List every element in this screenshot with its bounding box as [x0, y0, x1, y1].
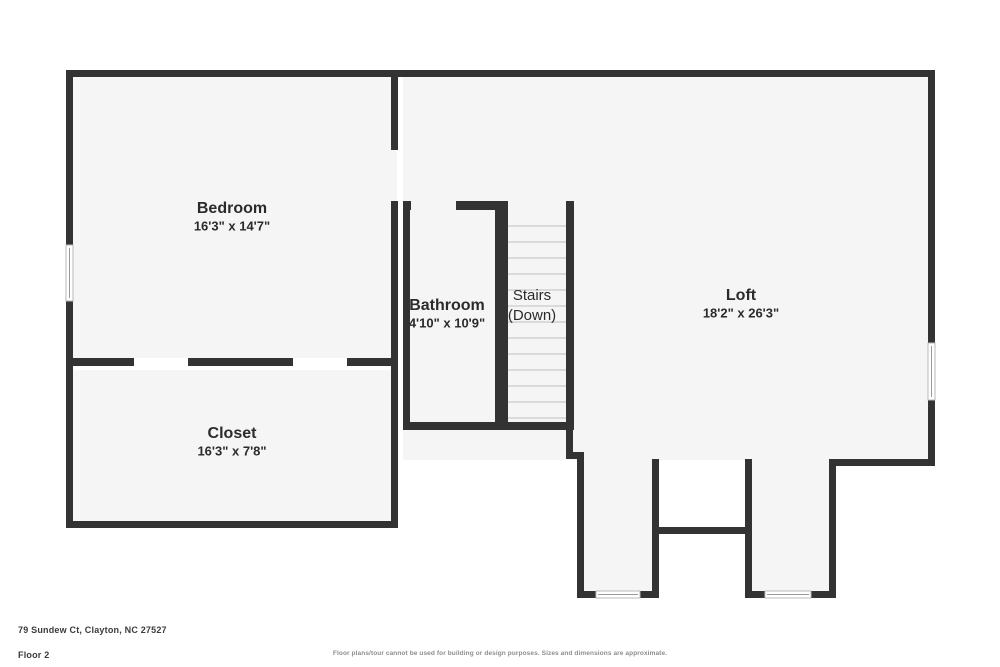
bathroom-floor-area: [409, 210, 495, 422]
bathroom-dimensions: 4'10" x 10'9": [409, 315, 485, 330]
closet-floor-area: [72, 370, 397, 523]
exterior-wall-bottom-closet: [66, 521, 398, 528]
bedroom-closet-wall-seg-1: [66, 358, 134, 366]
loft-alcove-left-inner-wall: [652, 459, 659, 598]
exterior-wall-right-upper: [928, 70, 935, 343]
bedroom-dimensions: 16'3" x 14'7": [194, 218, 270, 233]
loft-left-step-wall: [566, 452, 584, 459]
room-fills: [72, 76, 932, 598]
closet-label: Closet: [208, 425, 258, 442]
disclaimer-text: Floor plans/tour cannot be used for buil…: [332, 650, 668, 657]
loft-bottom-wall-right-step: [829, 459, 935, 466]
bathroom-stairs-bottom-wall: [403, 422, 574, 430]
room-labels: Bedroom 16'3" x 14'7" Closet 16'3" x 7'8…: [194, 200, 779, 458]
exterior-wall-left-lower: [66, 300, 73, 528]
loft-alcove-left-outer-wall: [577, 459, 584, 598]
bedroom-closet-wall-seg-2: [188, 358, 293, 366]
stairs-floor-area: [508, 210, 566, 422]
stair-treads: [508, 225, 566, 419]
bedroom-floor-area: [72, 76, 397, 358]
bathroom-left-wall: [403, 201, 410, 430]
exterior-wall-left-upper: [66, 70, 73, 315]
loft-alcove-right-outer-wall: [829, 459, 836, 598]
loft-label: Loft: [726, 287, 757, 304]
stairs-right-wall: [566, 201, 574, 430]
loft-dimensions: 18'2" x 26'3": [703, 305, 779, 320]
stairs-label: Stairs: [513, 287, 551, 304]
bathroom-label: Bathroom: [409, 297, 485, 314]
bedroom-right-wall-upper: [391, 70, 398, 150]
closet-dimensions: 16'3" x 7'8": [197, 443, 266, 458]
stairs-direction-label: (Down): [508, 307, 556, 324]
loft-left-step-vertical: [566, 422, 573, 459]
windows: [65, 244, 936, 599]
bedroom-label: Bedroom: [197, 200, 267, 217]
loft-center-recess-wall: [659, 527, 751, 534]
floor-label: Floor 2: [18, 650, 50, 660]
loft-alcove-right-area: [751, 460, 829, 598]
exterior-wall-top: [66, 70, 935, 77]
bathroom-right-wall: [495, 201, 508, 430]
bedroom-closet-wall-seg-3: [347, 358, 398, 366]
property-address: 79 Sundew Ct, Clayton, NC 27527: [18, 625, 167, 635]
loft-alcove-left-area: [584, 460, 659, 598]
exterior-wall-right-lower: [928, 400, 935, 466]
bathroom-top-wall-stub: [403, 201, 411, 210]
bathroom-top-wall-segment: [456, 201, 503, 210]
